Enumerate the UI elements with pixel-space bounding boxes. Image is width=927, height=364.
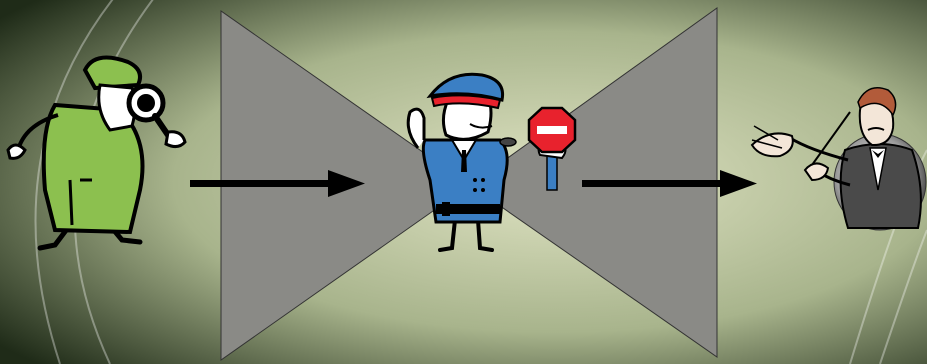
- slide-canvas: [0, 0, 927, 364]
